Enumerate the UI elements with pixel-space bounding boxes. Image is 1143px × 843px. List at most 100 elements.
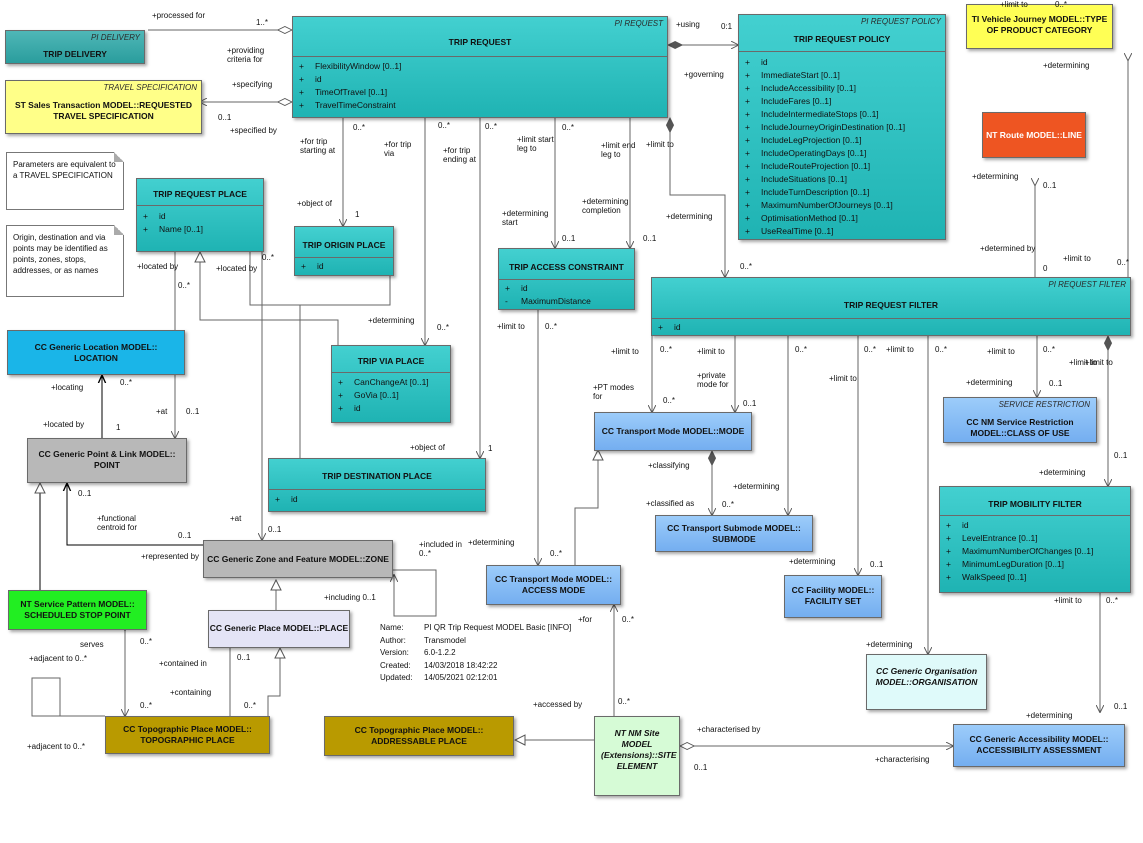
association-label: +located by bbox=[137, 262, 179, 271]
multiplicity-label: 0..* bbox=[562, 123, 575, 132]
class-site-element[interactable]: NT NM Site MODEL (Extensions)::SITE ELEM… bbox=[594, 716, 680, 796]
class-trip-delivery[interactable]: PI DELIVERY TRIP DELIVERY bbox=[5, 30, 145, 64]
association-label: +limit start leg to bbox=[517, 135, 554, 153]
class-name: TRIP MOBILITY FILTER bbox=[988, 499, 1082, 509]
multiplicity-label: 1..* bbox=[256, 18, 269, 27]
association-label: +accessed by bbox=[533, 700, 583, 709]
class-trip-destination-place[interactable]: TRIP DESTINATION PLACE +id bbox=[268, 458, 486, 512]
stereotype: PI REQUEST bbox=[614, 19, 663, 28]
attribute: +IncludeJourneyOriginDestination [0..1] bbox=[745, 122, 906, 132]
association-label: +classifying bbox=[648, 461, 690, 470]
attribute: +id bbox=[338, 403, 361, 413]
association-label: +object of bbox=[410, 443, 445, 452]
association-label: +adjacent to 0..* bbox=[27, 742, 86, 751]
association-label: +limit to bbox=[1000, 0, 1028, 9]
association-label: +providing criteria for bbox=[227, 46, 265, 64]
attribute: -MaximumDistance bbox=[505, 296, 591, 306]
stereotype: PI REQUEST POLICY bbox=[860, 17, 941, 26]
association-label: +limit to bbox=[886, 345, 914, 354]
class-point[interactable]: CC Generic Point & Link MODEL:: POINT bbox=[27, 438, 187, 483]
class-name: CC Transport Mode MODEL:: ACCESS MODE bbox=[494, 574, 613, 595]
link-topo-self bbox=[31, 677, 105, 717]
class-class-of-use[interactable]: SERVICE RESTRICTION CC NM Service Restri… bbox=[943, 397, 1097, 443]
class-name: CC Generic Location MODEL:: LOCATION bbox=[34, 342, 158, 363]
class-trip-request-filter[interactable]: PI REQUEST FILTER TRIP REQUEST FILTER +i… bbox=[651, 277, 1131, 336]
association-label: +for trip starting at bbox=[300, 137, 336, 155]
class-trip-mobility-filter[interactable]: TRIP MOBILITY FILTER +id +LevelEntrance … bbox=[939, 486, 1131, 593]
attribute: +ImmediateStart [0..1] bbox=[745, 70, 840, 80]
association-label: +limit to bbox=[697, 347, 725, 356]
association-label: +at bbox=[230, 514, 242, 523]
class-trip-request-place[interactable]: TRIP REQUEST PLACE +id +Name [0..1] bbox=[136, 178, 264, 252]
association-label: +specifying bbox=[232, 80, 273, 89]
association-label: +determining bbox=[666, 212, 713, 221]
class-line[interactable]: NT Route MODEL::LINE bbox=[982, 112, 1086, 158]
class-submode[interactable]: CC Transport Submode MODEL:: SUBMODE bbox=[655, 515, 813, 552]
multiplicity-label: 0..1 bbox=[743, 399, 757, 408]
class-zone[interactable]: CC Generic Zone and Feature MODEL::ZONE bbox=[203, 540, 393, 578]
class-accessibility-assessment[interactable]: CC Generic Accessibility MODEL:: ACCESSI… bbox=[953, 724, 1125, 767]
multiplicity-label: 0 bbox=[1043, 264, 1048, 273]
association-label: +for trip via bbox=[384, 140, 412, 158]
multiplicity-label: 0..* bbox=[120, 378, 133, 387]
attribute: +MaximumNumberOfJourneys [0..1] bbox=[745, 200, 893, 210]
class-scheduled-stop-point[interactable]: NT Service Pattern MODEL:: SCHEDULED STO… bbox=[8, 590, 147, 630]
multiplicity-label: 0..* bbox=[178, 281, 191, 290]
attribute: +WalkSpeed [0..1] bbox=[946, 572, 1027, 582]
association-label: +governing bbox=[684, 70, 724, 79]
attribute: +UseRealTime [0..1] bbox=[745, 226, 834, 236]
multiplicity-label: 1 bbox=[488, 444, 493, 453]
gen-via bbox=[199, 300, 339, 345]
class-name: TRIP ORIGIN PLACE bbox=[302, 240, 386, 250]
class-trip-via-place[interactable]: TRIP VIA PLACE +CanChangeAt [0..1] +GoVi… bbox=[331, 345, 451, 423]
class-location[interactable]: CC Generic Location MODEL:: LOCATION bbox=[7, 330, 185, 375]
multiplicity-label: 0..1 bbox=[237, 653, 251, 662]
multiplicity-label: 0..* bbox=[935, 345, 948, 354]
class-topographic-place[interactable]: CC Topographic Place MODEL:: TOPOGRAPHIC… bbox=[105, 716, 270, 754]
class-trip-access-constraint[interactable]: TRIP ACCESS CONSTRAINT +id -MaximumDista… bbox=[498, 248, 635, 310]
association-label: +at bbox=[156, 407, 168, 416]
multiplicity-label: 0..1 bbox=[78, 489, 92, 498]
association-label: +characterising bbox=[875, 755, 930, 764]
association-label: +limit to bbox=[987, 347, 1015, 356]
association-label: +object of bbox=[297, 199, 332, 208]
association-label: +using bbox=[676, 20, 700, 29]
attribute: +IncludeRouteProjection [0..1] bbox=[745, 161, 871, 171]
class-facility-set[interactable]: CC Facility MODEL:: FACILITY SET bbox=[784, 575, 882, 618]
class-requested-travel-specification[interactable]: TRAVEL SPECIFICATION ST Sales Transactio… bbox=[5, 80, 202, 134]
diagram-info: Name:PI QR Trip Request MODEL Basic [INF… bbox=[380, 623, 572, 682]
multiplicity-label: 1 bbox=[116, 423, 121, 432]
stereotype: PI DELIVERY bbox=[90, 33, 140, 42]
association-label: +for bbox=[578, 615, 593, 624]
class-name: CC NM Service Restriction MODEL::CLASS O… bbox=[966, 417, 1074, 438]
attribute: +id bbox=[505, 283, 528, 293]
class-trip-request-policy[interactable]: PI REQUEST POLICY TRIP REQUEST POLICY +i… bbox=[738, 14, 946, 240]
class-name: TRIP DELIVERY bbox=[43, 49, 107, 59]
class-place[interactable]: CC Generic Place MODEL::PLACE bbox=[208, 610, 350, 648]
association-label: +classified as bbox=[646, 499, 695, 508]
association-label: +functional centroid for bbox=[97, 514, 138, 532]
attribute: +MinimumLegDuration [0..1] bbox=[946, 559, 1065, 569]
attribute: +id bbox=[299, 74, 322, 84]
class-trip-request[interactable]: PI REQUEST TRIP REQUEST +FlexibilityWind… bbox=[292, 16, 668, 118]
class-trip-origin-place[interactable]: TRIP ORIGIN PLACE +id bbox=[294, 226, 394, 276]
class-type-of-product-category[interactable]: TI Vehicle Journey MODEL::TYPE OF PRODUC… bbox=[966, 4, 1113, 49]
class-name: CC Generic Accessibility MODEL:: ACCESSI… bbox=[969, 734, 1109, 755]
multiplicity-label: 0..* bbox=[622, 615, 635, 624]
attribute: +LevelEntrance [0..1] bbox=[946, 533, 1038, 543]
multiplicity-label: 0..* bbox=[1106, 596, 1119, 605]
association-label: +determining bbox=[368, 316, 415, 325]
multiplicity-label: 0..1 bbox=[562, 234, 576, 243]
association-label: +limit to bbox=[646, 140, 674, 149]
attribute: +id bbox=[143, 211, 166, 221]
class-organisation[interactable]: CC Generic Organisation MODEL::ORGANISAT… bbox=[866, 654, 987, 710]
association-label: +determining bbox=[966, 378, 1013, 387]
multiplicity-label: 1 bbox=[355, 210, 360, 219]
class-mode[interactable]: CC Transport Mode MODEL::MODE bbox=[594, 412, 752, 451]
class-name: CC Facility MODEL:: FACILITY SET bbox=[791, 585, 875, 606]
multiplicity-label: 0..1 bbox=[1114, 451, 1128, 460]
association-label: +determining completion bbox=[582, 197, 629, 215]
class-access-mode[interactable]: CC Transport Mode MODEL:: ACCESS MODE bbox=[486, 565, 621, 605]
class-addressable-place[interactable]: CC Topographic Place MODEL:: ADDRESSABLE… bbox=[324, 716, 514, 756]
multiplicity-label: 0..* bbox=[438, 121, 451, 130]
